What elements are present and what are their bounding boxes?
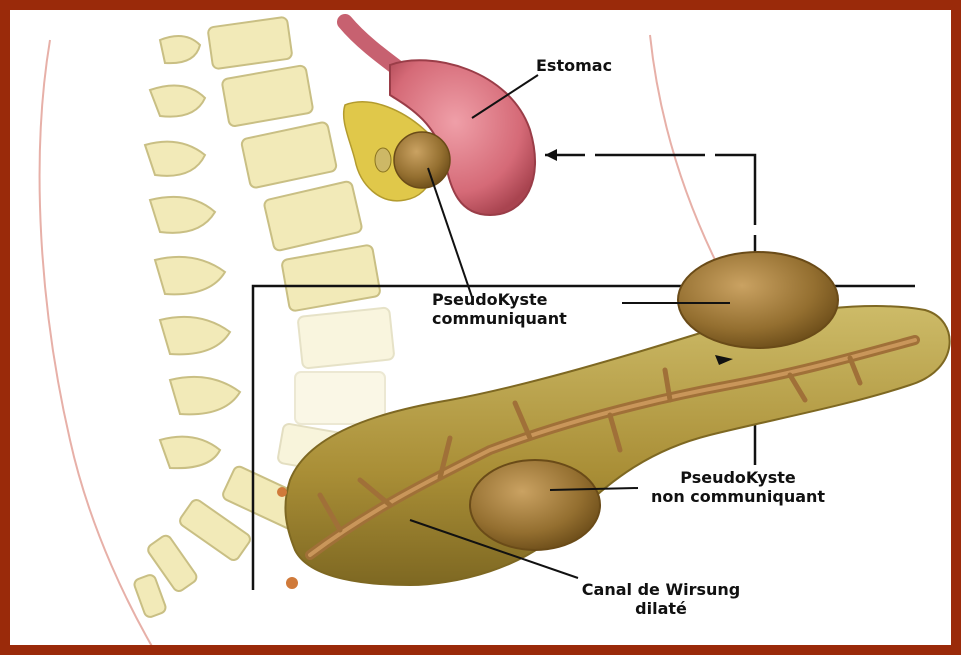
label-pseudokyste-non-communiquant: PseudoKyste non communiquant — [638, 468, 838, 506]
label-pseudokyste-communiquant: PseudoKyste communiquant — [432, 290, 567, 328]
anatomy-illustration — [10, 10, 961, 655]
label-canal-de-wirsung: Canal de Wirsung dilaté — [576, 580, 746, 618]
label-wirsung-line1: Canal de Wirsung — [576, 580, 746, 599]
label-pk-comm-line1: PseudoKyste — [432, 290, 567, 309]
label-wirsung-line2: dilaté — [576, 599, 746, 618]
label-pk-noncomm-line2: non communiquant — [638, 487, 838, 506]
pseudocyst-non-communicating — [470, 460, 600, 550]
label-pk-noncomm-line1: PseudoKyste — [638, 468, 838, 487]
label-pk-comm-line2: communiquant — [432, 309, 567, 328]
label-estomac: Estomac — [536, 56, 612, 75]
